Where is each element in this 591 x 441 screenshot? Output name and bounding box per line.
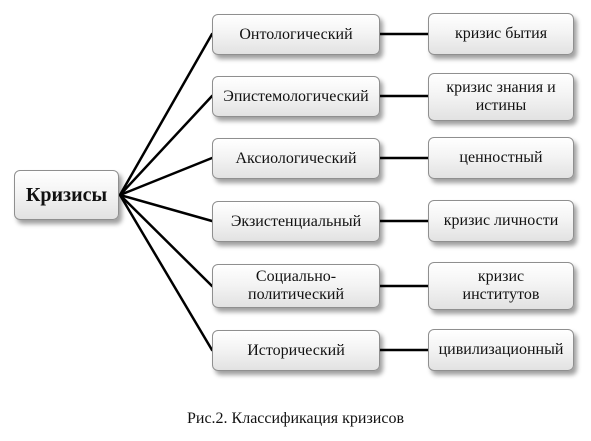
node-sociopolitical: Социально-политический xyxy=(212,264,380,308)
result-value-crisis: ценностный xyxy=(428,137,574,179)
result-institutions-crisis: кризис институтов xyxy=(428,262,574,310)
figure-caption: Рис.2. Классификация кризисов xyxy=(186,410,404,427)
node-label: Эпистемологический xyxy=(223,87,369,105)
result-knowledge-crisis: кризис знания и истины xyxy=(428,73,574,121)
node-label: Аксиологический xyxy=(235,149,357,167)
result-label: кризис личности xyxy=(443,212,559,229)
node-existential: Экзистенциальный xyxy=(212,201,380,242)
node-axiological: Аксиологический xyxy=(212,138,380,179)
connector-root-historical xyxy=(118,193,214,352)
result-label: кризис знания и истины xyxy=(446,79,556,114)
connector-root-axiological xyxy=(118,156,214,197)
node-label: Экзистенциальный xyxy=(230,212,362,230)
connector-root-existential xyxy=(118,193,214,223)
result-label: ценностный xyxy=(459,149,543,166)
root-node-crises: Кризисы xyxy=(14,170,119,220)
result-being-crisis: кризис бытия xyxy=(428,13,574,55)
result-civilizational-crisis: цивилизационный xyxy=(428,329,574,371)
node-ontological: Онтологический xyxy=(212,14,380,55)
node-epistemological: Эпистемологический xyxy=(212,76,380,117)
result-label: кризис институтов xyxy=(462,268,540,303)
root-node-label: Кризисы xyxy=(25,184,108,206)
node-label: Онтологический xyxy=(239,25,353,43)
node-label: Социально-политический xyxy=(248,268,344,303)
result-label: кризис бытия xyxy=(454,25,548,42)
connector-root-sociopolitical xyxy=(118,193,214,288)
connector-root-ontological xyxy=(118,32,214,197)
connector-root-epistemological xyxy=(118,94,214,197)
node-historical: Исторический xyxy=(212,330,380,371)
result-personality-crisis: кризис личности xyxy=(428,200,574,242)
node-label: Исторический xyxy=(247,341,345,359)
result-label: цивилизационный xyxy=(438,341,564,358)
